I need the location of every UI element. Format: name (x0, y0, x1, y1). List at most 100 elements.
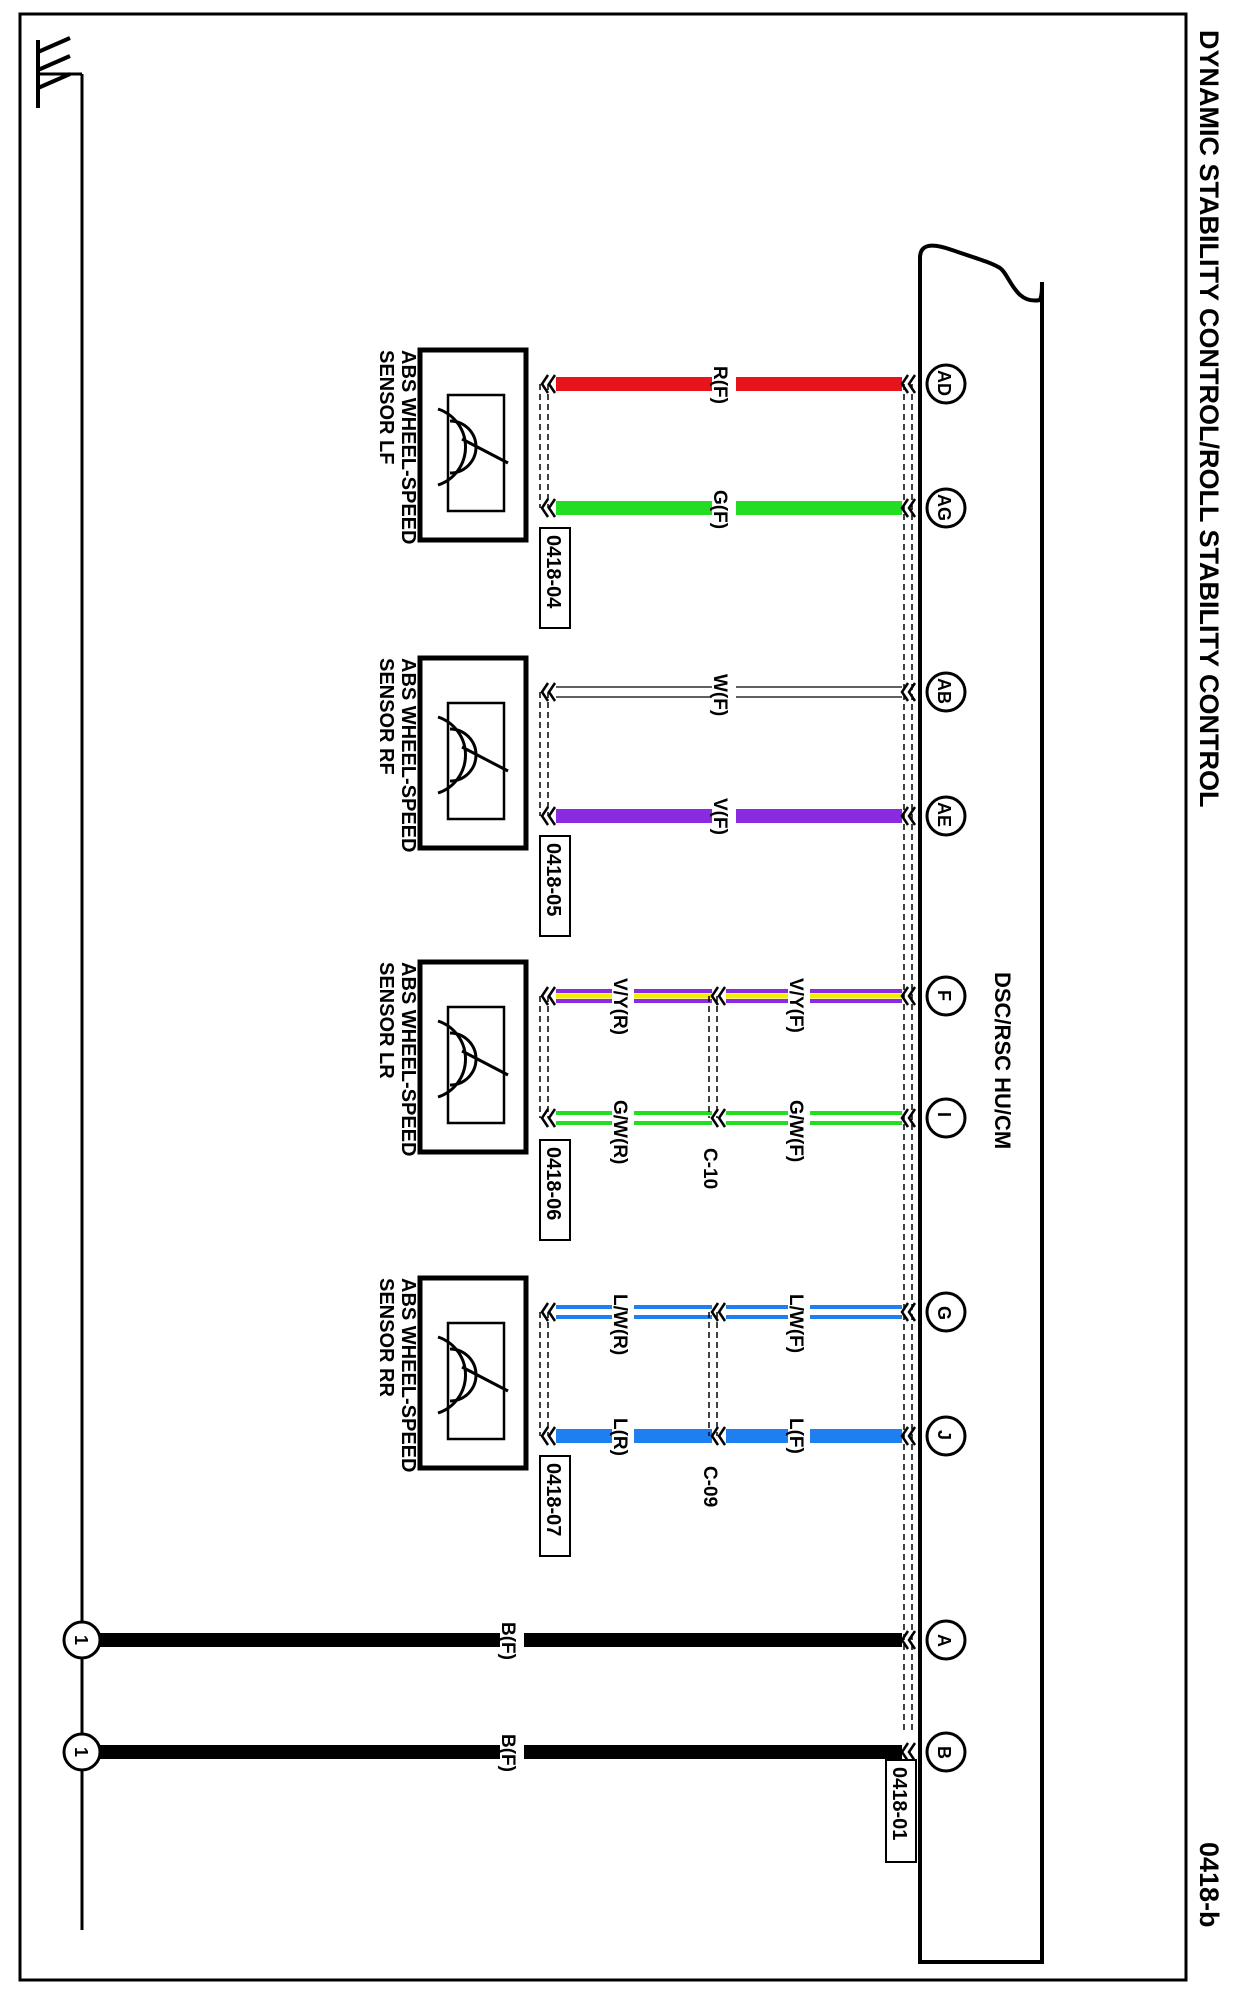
sensor-name-line1: ABS WHEEL-SPEED (397, 658, 419, 852)
pin-AD: AD (925, 363, 967, 405)
label-bg (788, 1416, 810, 1488)
label-bg (712, 488, 736, 548)
sensor-connector-tag: 0418-07 (539, 1455, 571, 1557)
ground-ref-circle: 1 (62, 1732, 102, 1772)
wire-label: B(F) (497, 1734, 518, 1772)
sensor-connector-label: 0418-04 (542, 535, 564, 609)
label-bg (712, 796, 736, 856)
wire-label-front: V/Y(F) (785, 978, 806, 1033)
pin-J: J (925, 1415, 967, 1457)
sensor-connector-tag: 0418-04 (539, 527, 571, 629)
wire-chevron-module (900, 806, 917, 826)
wire-chevron-module (900, 498, 917, 518)
label-bg (612, 1292, 634, 1364)
wire-chevron-sensor (540, 1108, 557, 1128)
wire-chevron-module (900, 374, 917, 394)
wire-chevron-module (900, 1426, 917, 1446)
ground-wire-B: B(F) B 1 (62, 1731, 967, 1788)
label-bg (612, 1416, 634, 1488)
splice-label: C-10 (699, 1148, 720, 1189)
splice-chevron (710, 986, 727, 1006)
wire-AG: G(F)AG (540, 487, 967, 548)
sensor-arrow-icon (461, 437, 509, 465)
label-bg (788, 1292, 810, 1364)
ground-wire-A: B(F) A 1 (62, 1619, 967, 1676)
wire-AB: W(F)AB (540, 671, 967, 732)
module-label: DSC/RSC HU/CM (990, 972, 1015, 1149)
wire-chevron-sensor (540, 498, 557, 518)
sensor-arrow-icon (461, 745, 509, 773)
pin-label: B (934, 1746, 954, 1759)
wire-chevron-module (900, 1108, 917, 1128)
wire-chevron-module (900, 1302, 917, 1322)
label-bg (612, 976, 634, 1048)
wire-J: L(F) L(R) J (540, 1415, 967, 1488)
pin-label: J (934, 1430, 954, 1440)
label-bg (788, 976, 810, 1048)
wire-label-front: R(F) (709, 366, 730, 404)
wire-chevron-sensor (540, 682, 557, 702)
sensor-name-line1: ABS WHEEL-SPEED (397, 350, 419, 544)
pin-AE: AE (925, 795, 967, 837)
sensor-name-line1: ABS WHEEL-SPEED (397, 962, 419, 1156)
module-shield (903, 384, 913, 1730)
label-bg (712, 364, 736, 424)
sensor-arrow-icon (461, 1365, 509, 1393)
ground-ref-label: 1 (71, 1635, 91, 1645)
sensor-arrow-icon (461, 1049, 509, 1077)
wire-chevron-sensor (540, 806, 557, 826)
sensor-name-line2: SENSOR RF (375, 658, 397, 775)
module-connector-tag: 0418-01 (885, 1759, 917, 1863)
pin-label: AD (934, 370, 954, 396)
pin-B: B (925, 1731, 967, 1773)
wire-chevron-module (900, 986, 917, 1006)
splice-chevron (710, 1108, 727, 1128)
wire-I: G/W(F) G/W(R) I (540, 1097, 967, 1170)
wire-F: V/Y(F)V/Y(R)F (540, 975, 967, 1048)
page-border (18, 12, 1188, 1982)
wire-label-front: L(F) (785, 1418, 806, 1454)
sensor-name-line2: SENSOR LR (375, 962, 397, 1079)
grounds-layer: B(F)A1B(F)B1 (62, 1619, 967, 1788)
ground-icon (36, 36, 71, 108)
page-code: 0418-b (1194, 1842, 1224, 1928)
pin-label: A (934, 1634, 954, 1647)
wire-AD: R(F) AD (540, 363, 967, 424)
wire-label-rear: L(R) (609, 1418, 630, 1456)
sensor-name-line1: ABS WHEEL-SPEED (397, 1278, 419, 1472)
magnet-arc-icon (437, 1019, 468, 1099)
wire-chevron-sensor (540, 1426, 557, 1446)
pin-label: F (934, 990, 954, 1001)
pin-G: G (925, 1291, 967, 1333)
wire-chevron-sensor (540, 1302, 557, 1322)
label-bg (500, 1732, 524, 1788)
label-bg (712, 672, 736, 732)
pin-AB: AB (925, 671, 967, 713)
wire-label-front: G(F) (709, 490, 730, 529)
wire-chevron-module (900, 1742, 917, 1762)
wire-label-front: L/W(F) (785, 1294, 806, 1353)
magnet-arc-icon (437, 407, 468, 487)
wire-label: B(F) (497, 1622, 518, 1660)
wire-chevron-module (900, 682, 917, 702)
pin-label: I (934, 1112, 954, 1117)
sensor-connector-tag: 0418-05 (539, 835, 571, 937)
wire-chevron-module (900, 1630, 917, 1650)
pin-label: AE (934, 802, 954, 827)
splice-label: C-09 (699, 1466, 720, 1507)
wire-AE: V(F)AE (540, 795, 967, 856)
label-bg (612, 1098, 634, 1170)
pin-label: AB (934, 678, 954, 704)
ground-ref-label: 1 (71, 1747, 91, 1757)
sensor-connector-tag: 0418-06 (539, 1139, 571, 1241)
wire-chevron-sensor (540, 374, 557, 394)
label-bg (788, 1098, 810, 1170)
wire-label-front: G/W(F) (785, 1100, 806, 1162)
magnet-arc-icon (437, 1335, 468, 1415)
page-title: DYNAMIC STABILITY CONTROL/ROLL STABILITY… (1194, 30, 1224, 807)
wire-label-rear: G/W(R) (609, 1100, 630, 1164)
